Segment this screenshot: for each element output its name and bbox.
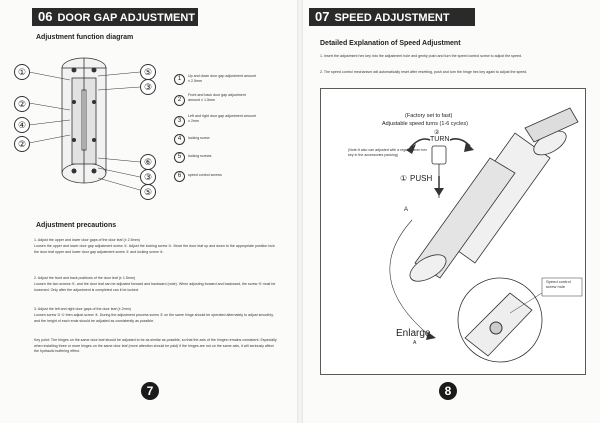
precautions-title: Adjustment precautions — [36, 222, 117, 229]
legend-num: 1 — [174, 74, 185, 85]
key-point-note: Key point: The hinges on the same door l… — [34, 338, 277, 354]
factory-setting-label: (Factory set to fast) — [405, 113, 453, 119]
precaution-2-body: Loosen the two screws ⑤, and the door le… — [34, 282, 276, 292]
speed-step-1: 1. Insert the adjustment hex key into th… — [320, 54, 522, 58]
section-07-banner: 07 SPEED ADJUSTMENT — [309, 8, 475, 26]
hex-key-note: (Note:It also can adjusted with a regula… — [348, 148, 428, 157]
section-number: 06 — [38, 9, 53, 24]
section-06-banner: 06 DOOR GAP ADJUSTMENT — [32, 8, 198, 26]
center-fold — [297, 0, 303, 423]
speed-hole-label: Speed control screw hole — [546, 279, 571, 289]
hinge-illustration — [409, 107, 579, 282]
callout-5: ⑤ — [140, 64, 156, 80]
legend-num: 5 — [174, 152, 185, 163]
enlarge-a-label: A — [413, 340, 417, 346]
legend-num: 4 — [174, 134, 185, 145]
enlarge-label: Enlarge — [396, 328, 431, 339]
speed-turns-label: Adjustable speed turns (1-6 cycles) — [382, 121, 468, 127]
legend-text: Up and down door gap adjustment amount ±… — [188, 74, 256, 83]
hinge-diagram — [28, 57, 141, 191]
callout-1: ① — [14, 64, 30, 80]
precaution-1-body: Loosen the upper and lower door gap adju… — [34, 244, 275, 254]
callout-3: ③ — [140, 79, 156, 95]
precaution-1-heading: 1. Adjust the upper and lower door gaps … — [34, 238, 140, 242]
section-title: SPEED ADJUSTMENT — [334, 12, 450, 24]
precaution-2-heading: 2. Adjust the front and back positions o… — [34, 276, 136, 280]
legend-text: locking screws — [188, 154, 212, 158]
turn-number: ② — [434, 130, 440, 136]
turn-label: TURN — [430, 136, 450, 143]
precaution-3-heading: 3. Adjust the left and right door gaps o… — [34, 307, 131, 311]
precaution-3-body: Loosen screw ③ ① then adjust screw ③. Du… — [34, 313, 274, 323]
push-label: PUSH — [410, 174, 433, 183]
speed-diagram — [320, 88, 586, 375]
callout-4: ④ — [14, 117, 30, 133]
legend-text: Front and back door gap adjustment amoun… — [188, 93, 246, 102]
section-number: 07 — [315, 9, 330, 24]
section-title: DOOR GAP ADJUSTMENT — [57, 12, 195, 24]
legend-text: Left and right door gap adjustment amoun… — [188, 114, 256, 123]
callout-6: ⑥ — [140, 154, 156, 170]
legend-text: speed control screws — [188, 173, 222, 177]
legend-num: 2 — [174, 95, 185, 106]
point-a-label: A — [404, 207, 409, 213]
legend-text: locking screw — [188, 136, 210, 140]
page-number-left: 7 — [141, 382, 159, 400]
legend-num: 6 — [174, 171, 185, 182]
page-number-right: 8 — [439, 382, 457, 400]
callout-2: ② — [14, 96, 30, 112]
hinge-body — [61, 57, 107, 184]
legend-num: 3 — [174, 116, 185, 127]
callout-5b: ⑤ — [140, 184, 156, 200]
callout-2b: ② — [14, 136, 30, 152]
explanation-title: Detailed Explanation of Speed Adjustment — [320, 40, 461, 47]
callout-3b: ③ — [140, 169, 156, 185]
speed-step-2: 2. The speed control mechanism will auto… — [320, 70, 528, 74]
function-diagram-title: Adjustment function diagram — [36, 34, 134, 41]
push-number: ① — [400, 174, 408, 183]
